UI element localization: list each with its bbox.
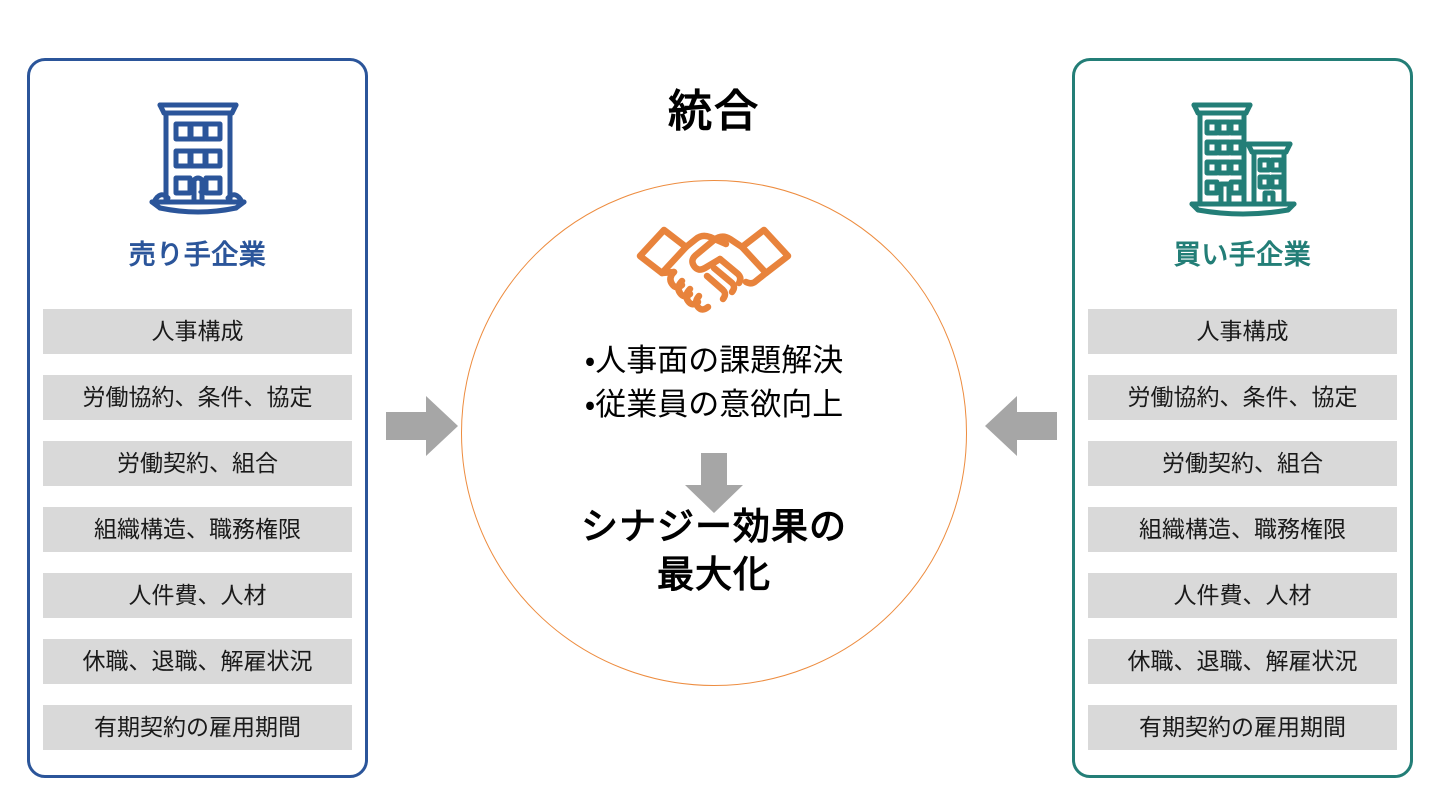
right-arrow-icon [386, 395, 458, 462]
bullet-item: ・人事面の課題解決 [584, 343, 844, 378]
list-item: 労働協約、条件、協定 [43, 375, 352, 420]
buyer-attribute-list: 人事構成 労働協約、条件、協定 労働契約、組合 組織構造、職務権限 人件費、人材… [1088, 309, 1397, 750]
synergy-bullet-list: ・人事面の課題解決 ・従業員の意欲向上 [462, 339, 966, 427]
list-item: 休職、退職、解雇状況 [43, 639, 352, 684]
seller-company-title: 売り手企業 [128, 240, 267, 270]
list-item: 組織構造、職務権限 [1088, 507, 1397, 552]
bullet-item: ・従業員の意欲向上 [584, 387, 844, 423]
left-arrow-icon [985, 395, 1057, 462]
office-buildings-icon [1075, 89, 1410, 229]
buyer-company-card: 買い手企業 人事構成 労働協約、条件、協定 労働契約、組合 組織構造、職務権限 … [1072, 58, 1413, 778]
handshake-icon [462, 215, 966, 319]
conclusion-line: 最大化 [657, 554, 771, 596]
synergy-conclusion: シナジー効果の 最大化 [462, 503, 966, 599]
list-item: 有期契約の雇用期間 [43, 705, 352, 750]
list-item: 労働契約、組合 [43, 441, 352, 486]
seller-attribute-list: 人事構成 労働協約、条件、協定 労働契約、組合 組織構造、職務権限 人件費、人材… [43, 309, 352, 750]
office-building-icon [30, 89, 365, 229]
page-title: 統合 [668, 87, 760, 136]
down-arrow-icon [462, 453, 966, 513]
seller-company-card: 売り手企業 人事構成 労働協約、条件、協定 労働契約、組合 組織構造、職務権限 … [27, 58, 368, 778]
list-item: 人事構成 [1088, 309, 1397, 354]
list-item: 組織構造、職務権限 [43, 507, 352, 552]
buyer-company-title: 買い手企業 [1173, 240, 1312, 270]
synergy-circle: ・人事面の課題解決 ・従業員の意欲向上 シナジー効果の 最大化 [461, 180, 967, 686]
list-item: 労働契約、組合 [1088, 441, 1397, 486]
list-item: 人件費、人材 [43, 573, 352, 618]
list-item: 人事構成 [43, 309, 352, 354]
list-item: 人件費、人材 [1088, 573, 1397, 618]
list-item: 有期契約の雇用期間 [1088, 705, 1397, 750]
conclusion-line: シナジー効果の [581, 506, 847, 547]
list-item: 労働協約、条件、協定 [1088, 375, 1397, 420]
list-item: 休職、退職、解雇状況 [1088, 639, 1397, 684]
